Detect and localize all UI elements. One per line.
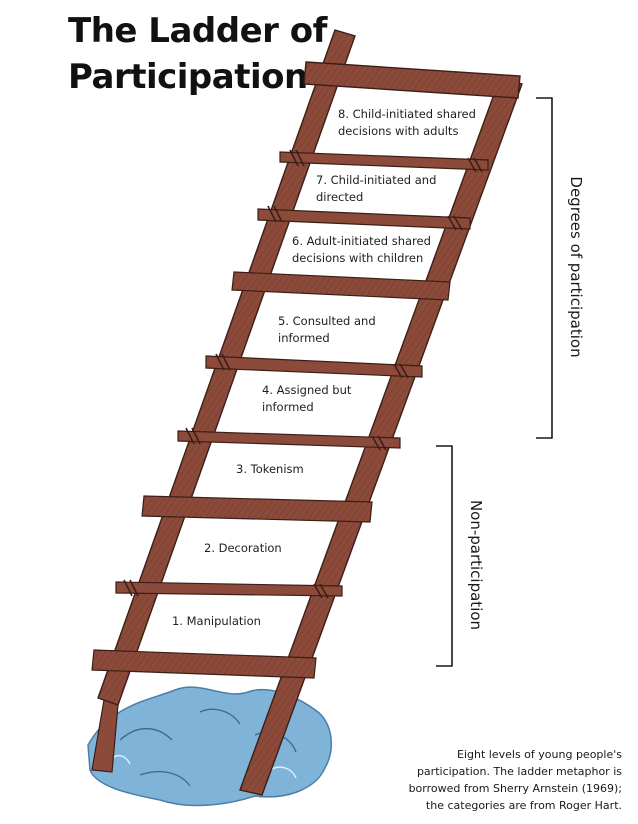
rung-board-8 bbox=[279, 151, 489, 171]
rung-label-5: 5. Consulted and informed bbox=[278, 313, 376, 347]
rung-5-line-1: 5. Consulted and bbox=[278, 314, 376, 328]
rung-3-line-1: 3. Tokenism bbox=[236, 462, 304, 476]
rung-label-3: 3. Tokenism bbox=[236, 461, 304, 478]
rung-label-6: 6. Adult-initiated shared decisions with… bbox=[292, 233, 431, 267]
rung-6-line-2: decisions with children bbox=[292, 251, 424, 265]
rung-4-line-2: informed bbox=[262, 400, 314, 414]
title-line-1: The Ladder of bbox=[68, 11, 327, 51]
caption-line-2: participation. The ladder metaphor is bbox=[416, 765, 622, 778]
figure-title: The Ladder of Participation bbox=[68, 8, 327, 100]
ladder-rungs bbox=[91, 151, 489, 679]
rung-board-1 bbox=[91, 649, 317, 679]
caption-line-3: borrowed from Sherry Arnstein (1969); bbox=[408, 782, 622, 795]
caption-line-4: the categories are from Roger Hart. bbox=[425, 799, 622, 812]
rung-label-4: 4. Assigned but informed bbox=[262, 382, 351, 416]
rung-board-7 bbox=[257, 208, 471, 230]
caption-line-1: Eight levels of young people's bbox=[457, 748, 622, 761]
rung-5-line-2: informed bbox=[278, 331, 330, 345]
figure-caption: Eight levels of young people's participa… bbox=[372, 746, 622, 814]
rung-label-7: 7. Child-initiated and directed bbox=[316, 172, 436, 206]
rung-2-line-1: 2. Decoration bbox=[204, 541, 282, 555]
rung-label-2: 2. Decoration bbox=[204, 540, 282, 557]
degrees-of-participation-label: Degrees of participation bbox=[567, 176, 585, 358]
rung-board-6 bbox=[231, 271, 451, 301]
rope-lashings bbox=[123, 149, 483, 599]
rung-label-1: 1. Manipulation bbox=[172, 613, 261, 630]
degrees-bracket bbox=[536, 97, 553, 439]
non-participation-label: Non-participation bbox=[467, 499, 485, 631]
rung-8-line-2: decisions with adults bbox=[338, 124, 459, 138]
rung-1-line-1: 1. Manipulation bbox=[172, 614, 261, 628]
rung-6-line-1: 6. Adult-initiated shared bbox=[292, 234, 431, 248]
rung-8-line-1: 8. Child-initiated shared bbox=[338, 107, 476, 121]
rung-7-line-2: directed bbox=[316, 190, 364, 204]
rung-board-5 bbox=[205, 355, 423, 378]
rung-board-2 bbox=[115, 581, 343, 597]
rung-label-8: 8. Child-initiated shared decisions with… bbox=[338, 106, 476, 140]
rung-7-line-1: 7. Child-initiated and bbox=[316, 173, 437, 187]
ladder-top-board bbox=[303, 61, 521, 99]
rung-board-4 bbox=[177, 430, 401, 449]
rung-board-3 bbox=[141, 495, 373, 523]
rung-4-line-1: 4. Assigned but bbox=[262, 383, 352, 397]
title-line-2: Participation bbox=[68, 57, 308, 97]
non-participation-bracket bbox=[436, 445, 453, 667]
